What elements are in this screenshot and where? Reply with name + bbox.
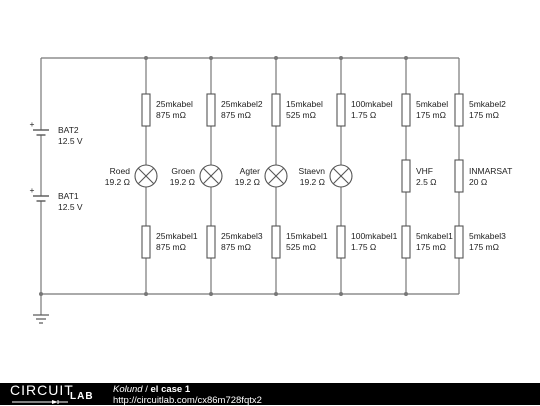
resistor-value: 2.5 Ω — [416, 177, 437, 187]
wires — [39, 56, 460, 315]
battery-bat2[interactable] — [33, 129, 49, 136]
lamp-staevn[interactable] — [329, 164, 353, 188]
resistor-100mkabel1[interactable] — [336, 225, 346, 259]
resistor-value: 875 mΩ — [221, 242, 251, 252]
resistor-25mkabel[interactable] — [141, 93, 151, 127]
resistor-name: 5mkabel1 — [416, 231, 453, 241]
resistor-value: 875 mΩ — [156, 242, 186, 252]
resistor-value: 875 mΩ — [156, 110, 186, 120]
battery-value: 12.5 V — [58, 136, 83, 146]
lamp-agter[interactable] — [264, 164, 288, 188]
resistor-value: 20 Ω — [469, 177, 487, 187]
resistor-25mkabel1[interactable] — [141, 225, 151, 259]
resistor-name: 5mkabel3 — [469, 231, 506, 241]
lamp-roed[interactable] — [134, 164, 158, 188]
battery-plus-sign: + — [30, 185, 35, 195]
resistor-inmarsat[interactable] — [454, 159, 464, 193]
resistor-value: 875 mΩ — [221, 110, 251, 120]
resistor-15mkabel1[interactable] — [271, 225, 281, 259]
meta-separator: / — [142, 384, 151, 395]
circuit-url[interactable]: http://circuitlab.com/cx86m728fqtx2 — [113, 395, 262, 406]
resistor-name: 5mkabel — [416, 99, 448, 109]
resistor-value: 175 mΩ — [416, 242, 446, 252]
lamp-value: 19.2 Ω — [235, 177, 260, 187]
lamp-filament — [138, 168, 154, 184]
author-link[interactable]: Kolund — [113, 384, 143, 395]
resistor-vhf[interactable] — [401, 159, 411, 193]
junction-dot — [39, 292, 43, 296]
resistor-name: 15mkabel1 — [286, 231, 328, 241]
resistor-value: 525 mΩ — [286, 242, 316, 252]
logo-lab-text: LAB — [70, 391, 94, 402]
resistor-name: VHF — [416, 166, 433, 176]
lamp-filament — [268, 168, 284, 184]
resistor-100mkabel[interactable] — [336, 93, 346, 127]
lamp-name: Groen — [171, 166, 195, 176]
resistor-name: 15mkabel — [286, 99, 323, 109]
circuitlab-logo[interactable]: CIRCUIT LAB — [10, 382, 110, 405]
lamp-name: Roed — [110, 166, 131, 176]
battery-bat1[interactable] — [33, 195, 49, 202]
lamp-filament — [203, 168, 219, 184]
resistor-name: 5mkabel2 — [469, 99, 506, 109]
battery-name: BAT1 — [58, 191, 79, 201]
resistor-value: 175 mΩ — [416, 110, 446, 120]
lamp-value: 19.2 Ω — [170, 177, 195, 187]
lamp-name: Staevn — [299, 166, 326, 176]
resistor-name: 25mkabel — [156, 99, 193, 109]
resistor-15mkabel[interactable] — [271, 93, 281, 127]
resistor-5mkabel3[interactable] — [454, 225, 464, 259]
footer-bar: CIRCUIT LAB Kolund / el case 1 http://ci… — [0, 382, 540, 406]
circuit-title[interactable]: el case 1 — [150, 384, 191, 395]
resistor-value: 525 mΩ — [286, 110, 316, 120]
resistor-value: 175 mΩ — [469, 110, 499, 120]
resistor-5mkabel[interactable] — [401, 93, 411, 127]
components — [33, 93, 464, 324]
logo-wire-icon — [12, 400, 68, 404]
lamp-value: 19.2 Ω — [300, 177, 325, 187]
battery-name: BAT2 — [58, 125, 79, 135]
lamp-value: 19.2 Ω — [105, 177, 130, 187]
resistor-name: 100mkabel — [351, 99, 393, 109]
circuit-meta: Kolund / el case 1 http://circuitlab.com… — [113, 384, 262, 406]
battery-plus-sign: + — [30, 119, 35, 129]
battery-value: 12.5 V — [58, 202, 83, 212]
resistor-25mkabel2[interactable] — [206, 93, 216, 127]
resistor-value: 1.75 Ω — [351, 110, 376, 120]
resistor-25mkabel3[interactable] — [206, 225, 216, 259]
lamp-filament — [333, 168, 349, 184]
logo-circuit-text: CIRCUIT — [10, 382, 74, 398]
resistor-5mkabel2[interactable] — [454, 93, 464, 127]
resistor-5mkabel1[interactable] — [401, 225, 411, 259]
resistor-name: 25mkabel1 — [156, 231, 198, 241]
resistor-value: 1.75 Ω — [351, 242, 376, 252]
resistor-name: 25mkabel2 — [221, 99, 263, 109]
resistor-name: INMARSAT — [469, 166, 512, 176]
resistor-name: 100mkabel1 — [351, 231, 398, 241]
resistor-value: 175 mΩ — [469, 242, 499, 252]
lamp-groen[interactable] — [199, 164, 223, 188]
lamp-name: Agter — [240, 166, 260, 176]
resistor-name: 25mkabel3 — [221, 231, 263, 241]
